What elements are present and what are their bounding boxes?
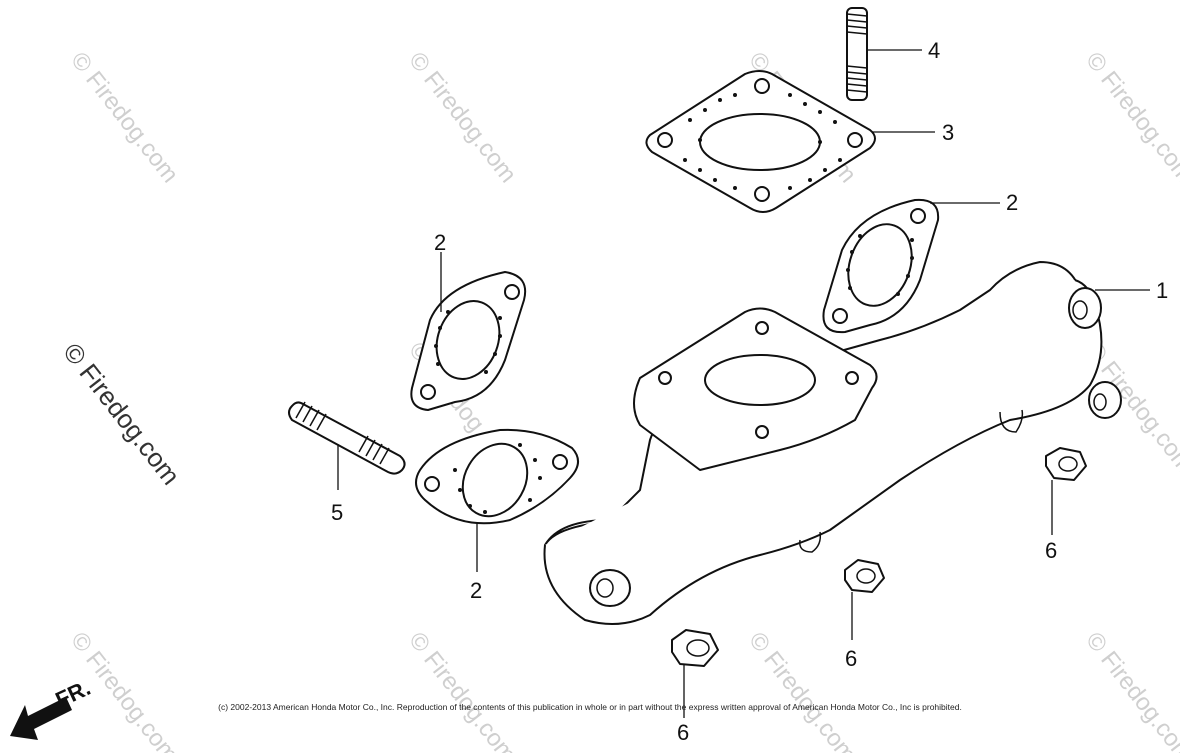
gasket-right-part — [822, 198, 940, 334]
exhaust-manifold-part — [543, 261, 1122, 625]
watermark: © Firedog.com — [57, 337, 186, 490]
stud-left-part — [288, 401, 406, 475]
callout-stud-left: 5 — [331, 500, 343, 525]
callouts: 4 3 2 1 2 5 2 6 6 6 — [331, 38, 1168, 745]
callout-stud-top: 4 — [928, 38, 940, 63]
watermark: © Firedog.com — [743, 627, 861, 753]
gasket-left-top-part — [410, 271, 527, 411]
callout-square-gasket: 3 — [942, 120, 954, 145]
stud-top-part — [846, 7, 868, 101]
nut-bottom-part — [671, 629, 719, 667]
callout-nut-right: 6 — [1045, 538, 1057, 563]
watermark: © Firedog.com — [1080, 47, 1180, 188]
square-gasket-part — [645, 70, 876, 213]
callout-nut-bottom: 6 — [677, 720, 689, 745]
copyright-notice: (c) 2002-2013 American Honda Motor Co., … — [218, 702, 962, 712]
watermark: © Firedog.com — [65, 47, 183, 188]
gasket-left-bottom-part — [415, 428, 579, 525]
callout-gasket-right: 2 — [1006, 190, 1018, 215]
callout-gasket-left-bottom: 2 — [470, 578, 482, 603]
watermark: © Firedog.com — [403, 47, 521, 188]
watermark: © Firedog.com — [1080, 627, 1180, 753]
nut-right-part — [1045, 447, 1087, 481]
callout-gasket-left-top: 2 — [434, 230, 446, 255]
callout-nut-middle: 6 — [845, 646, 857, 671]
watermark: © Firedog.com — [403, 627, 521, 753]
callout-manifold: 1 — [1156, 278, 1168, 303]
nut-middle-part — [844, 559, 885, 593]
front-arrow-icon — [10, 697, 72, 740]
leader-lines — [337, 49, 1150, 718]
